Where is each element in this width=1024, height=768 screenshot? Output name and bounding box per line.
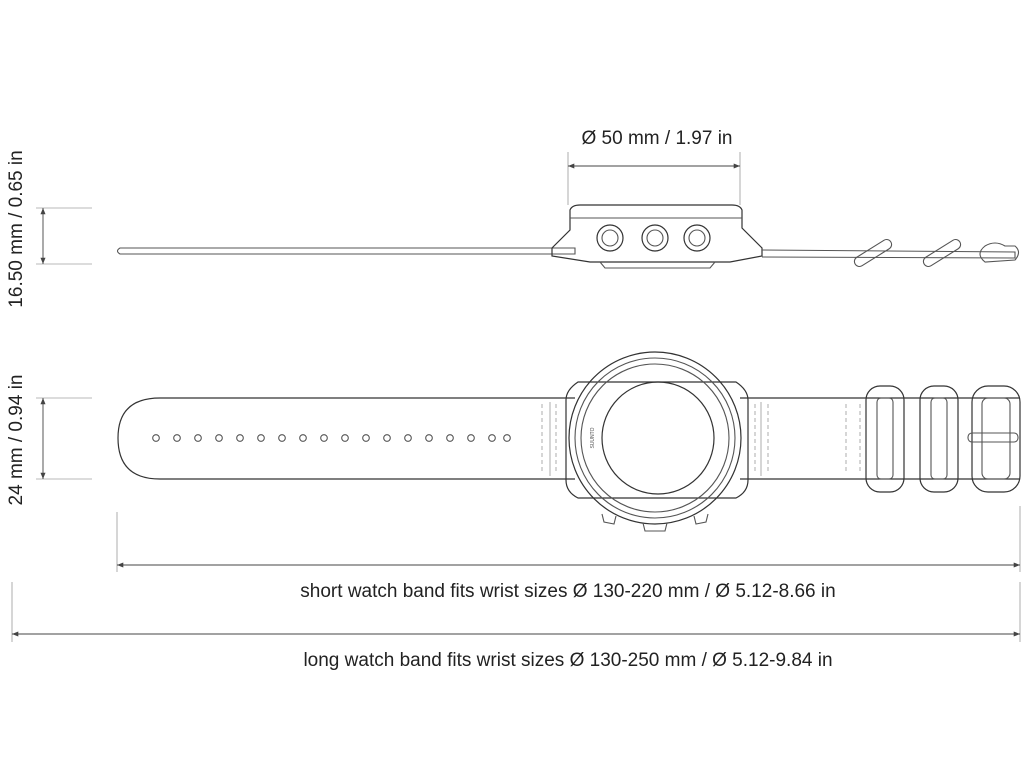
diameter-label: Ø 50 mm / 1.97 in [581,128,732,149]
side-case-bottom [599,261,716,269]
front-band-right [740,397,1020,480]
side-button-3-inner [688,229,706,247]
band-holes [152,434,511,442]
button-bottom-left [601,513,617,525]
band-hole [194,434,202,442]
side-button-2 [641,224,669,252]
side-button-2-inner [646,229,664,247]
side-buttons [596,224,711,252]
band-hole [299,434,307,442]
band-hole [215,434,223,442]
brand-mark: SUUNTO [590,427,596,448]
left-band-stitching [541,402,557,476]
side-band-left [116,247,576,255]
keeper-loop-2-inner [930,397,948,480]
band-hole [278,434,286,442]
band-hole [362,434,370,442]
band-hole [383,434,391,442]
band-hole [236,434,244,442]
height-dimension: 16.50 mm / 0.65 in [6,150,92,308]
band-width-dimension: 24 mm / 0.94 in [6,375,92,506]
band-hole [488,434,496,442]
side-button-1-inner [601,229,619,247]
keeper-loop-1 [865,385,905,493]
band-keeper-loops [865,385,1021,493]
long-band-dimension: long watch band fits wrist sizes Ø 130-2… [11,582,1021,671]
case-lugs [565,381,749,499]
side-buckle [979,242,1020,263]
keeper-loop-2 [919,385,959,493]
short-band-dimension: short watch band fits wrist sizes Ø 130-… [116,506,1021,602]
band-hole [173,434,181,442]
band-hole [467,434,475,442]
buckle [971,385,1021,493]
side-loop-1 [853,238,893,268]
band-hole [320,434,328,442]
case-bezel-inner [580,363,730,513]
long-band-label: long watch band fits wrist sizes Ø 130-2… [303,650,832,671]
band-hole [152,434,160,442]
watch-display [601,381,715,495]
front-view: SUUNTO [117,351,1021,532]
side-band-right [761,249,1016,259]
button-bottom-right [693,513,709,525]
band-hole [341,434,349,442]
right-band-stitching [754,402,861,476]
band-hole [257,434,265,442]
keeper-loop-1-inner [876,397,894,480]
side-view: Ø 50 mm / 1.97 in [116,128,1020,269]
side-button-1 [596,224,624,252]
height-label: 16.50 mm / 0.65 in [6,150,27,307]
side-case [551,204,763,263]
band-hole [404,434,412,442]
band-width-label: 24 mm / 0.94 in [6,375,27,506]
side-button-3 [683,224,711,252]
button-bottom-center [642,522,668,532]
short-band-label: short watch band fits wrist sizes Ø 130-… [300,581,835,602]
case-bezel-outer [568,351,742,525]
side-band-loops [853,238,1020,268]
band-hole [425,434,433,442]
band-hole [446,434,454,442]
watch-case: SUUNTO [565,351,749,532]
band-hole [503,434,511,442]
side-loop-2 [922,238,962,268]
buckle-prong [967,432,1019,443]
buckle-inner [981,397,1011,480]
case-bezel-mid [574,357,736,519]
front-band-left [117,397,575,480]
